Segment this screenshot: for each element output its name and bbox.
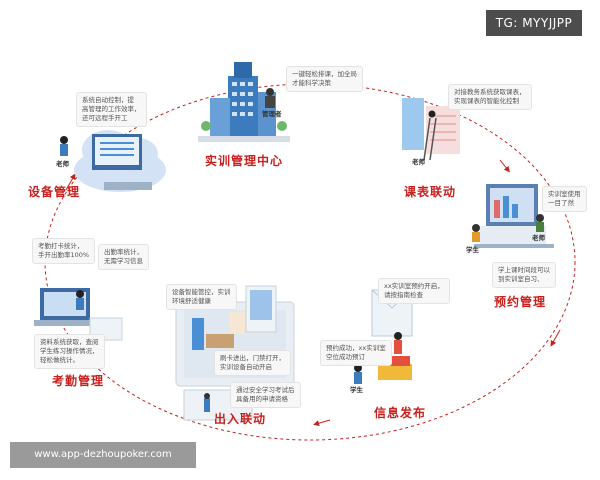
note-schedule: 对接教务系统获取课表， 实现课表的智能化控制 bbox=[448, 84, 532, 110]
notice-envelope-icon bbox=[354, 289, 413, 384]
telegram-watermark: TG: MYYJJPP bbox=[486, 10, 582, 36]
node-label-attendance: 考勤管理 bbox=[52, 374, 105, 388]
cycle-arrow-6 bbox=[65, 173, 76, 191]
role-teacher-device: 老师 bbox=[56, 160, 69, 168]
cycle-arrow-2 bbox=[499, 159, 510, 173]
note-notice-top: xx实训室预约开启， 请按指南检查 bbox=[378, 278, 450, 304]
note-access-mid: 刷卡进出，门禁打开， 实训设备自动开启 bbox=[214, 350, 291, 376]
note-attendance-right: 出勤率统计， 无需学习信息 bbox=[98, 244, 149, 270]
node-label-access: 出入联动 bbox=[214, 412, 267, 426]
url-watermark: www.app-dezhoupoker.com bbox=[10, 442, 196, 468]
note-booking-student: 学上课时间段可以 到实训室自习、 bbox=[492, 262, 556, 288]
note-attendance-bottom: 资料系统获取，查阅 学生练习操作情况， 轻松做统计。 bbox=[34, 334, 105, 369]
role-teacher-schedule: 老师 bbox=[412, 158, 425, 166]
access-tablet-icon bbox=[175, 285, 295, 421]
booking-monitor-icon bbox=[472, 184, 554, 248]
role-student-notice: 学生 bbox=[350, 386, 363, 394]
node-label-training-center: 实训管理中心 bbox=[205, 154, 284, 168]
bookshelf-icon bbox=[402, 98, 460, 161]
cycle-arrow-3 bbox=[550, 329, 561, 347]
node-label-device: 设备管理 bbox=[28, 185, 81, 199]
note-notice-mid: 预约成功，xx实训室 空位成功预订 bbox=[320, 340, 392, 366]
manager-person-icon bbox=[265, 88, 275, 108]
note-access-bottom: 通过安全学习考试后 具备用的申请资格 bbox=[230, 382, 301, 408]
note-device: 系统自动控制，提 高管理的工作效率， 还可远程手开工 bbox=[76, 92, 147, 127]
device-cloud-pc-icon bbox=[60, 130, 166, 192]
note-attendance-top: 考勤打卡统计， 手开出勤率100% bbox=[32, 238, 96, 264]
attendance-laptop-icon bbox=[34, 288, 123, 341]
node-label-booking: 预约管理 bbox=[494, 295, 547, 309]
node-label-notice: 信息发布 bbox=[374, 406, 427, 420]
role-teacher-booking: 老师 bbox=[532, 234, 545, 242]
note-access-top: 设备智能管控，实训 环境舒适健康 bbox=[166, 284, 237, 310]
node-label-schedule: 课表联动 bbox=[404, 185, 457, 199]
cycle-arrow-4 bbox=[313, 419, 331, 427]
role-student-booking: 学生 bbox=[466, 246, 479, 254]
role-manager: 管理者 bbox=[262, 110, 282, 118]
note-booking-teacher: 实训室使用 一目了然 bbox=[542, 186, 587, 212]
office-building-icon bbox=[198, 62, 290, 142]
note-center: 一键轻松排课，加全局 才能科学决策 bbox=[286, 66, 363, 92]
